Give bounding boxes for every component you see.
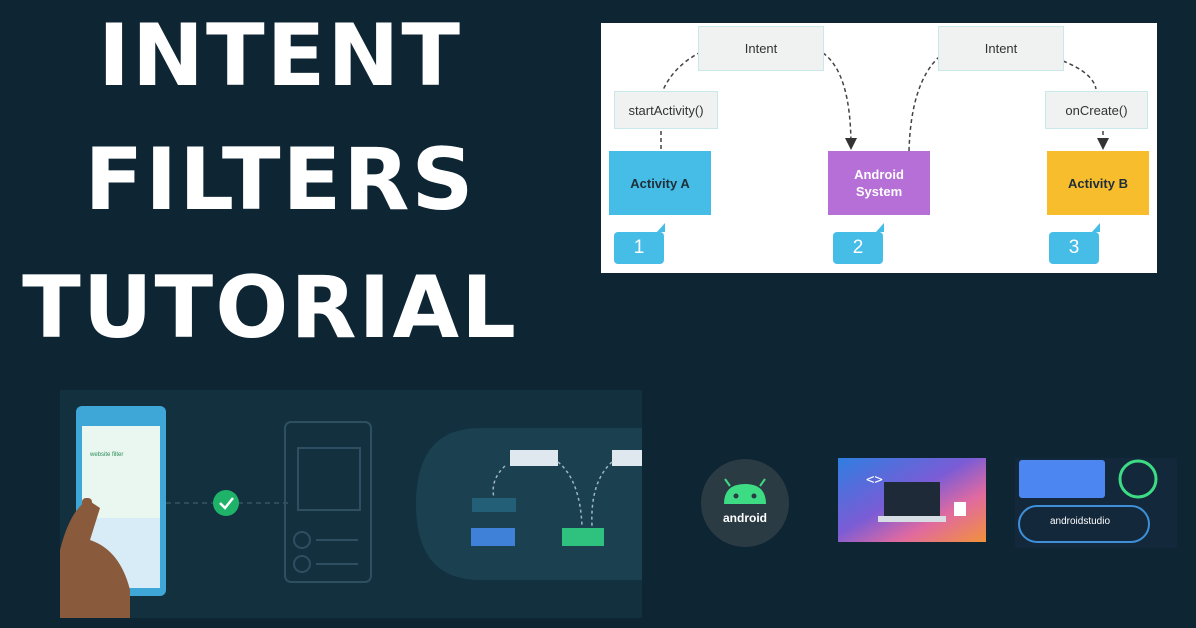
android-system-box: Android System [828, 151, 930, 215]
android-system-line2: System [855, 184, 903, 199]
illustration-art [60, 406, 642, 618]
android-logo-text: android [723, 511, 767, 525]
android-studio-card [1015, 458, 1177, 548]
title-line-3: TUTORIAL [22, 258, 518, 358]
step-badge-2: 2 [833, 232, 883, 264]
android-logo [701, 459, 789, 547]
activity-a-box: Activity A [609, 151, 711, 215]
arrow-intent-to-system [822, 52, 857, 150]
android-head-icon [724, 484, 766, 504]
laptop-card: <> [838, 458, 986, 542]
android-studio-text: androidstudio [1049, 516, 1111, 527]
title-line-2: FILTERS [84, 130, 476, 230]
phone-screen-top [82, 426, 160, 518]
android-system-line1: Android [854, 167, 904, 182]
intent-box-left: Intent [698, 26, 824, 71]
check-circle-icon [213, 490, 239, 516]
intent-box-right: Intent [938, 26, 1064, 71]
hand-icon [60, 500, 130, 618]
start-activity-label: startActivity() [614, 91, 718, 129]
diagram-arrows [660, 52, 1109, 152]
intent-flow-diagram: Intent Intent startActivity() onCreate()… [601, 23, 1157, 273]
arrow-system-to-intent [908, 56, 940, 152]
phone-screen-text: website filter [90, 452, 124, 458]
activity-b-box: Activity B [1047, 151, 1149, 215]
code-brackets-icon: <> [866, 472, 883, 488]
wireframe-phone [284, 421, 372, 583]
on-create-label: onCreate() [1045, 91, 1148, 129]
step-badge-1: 1 [614, 232, 664, 264]
arrow-start-to-intent [660, 52, 700, 96]
laptop-screen [884, 482, 940, 516]
arrow-intent-to-oncreate [1062, 60, 1097, 90]
step-badge-3: 3 [1049, 232, 1099, 264]
title-line-1: INTENT [97, 6, 463, 106]
intent-illustration-panel: website filter [60, 390, 642, 618]
